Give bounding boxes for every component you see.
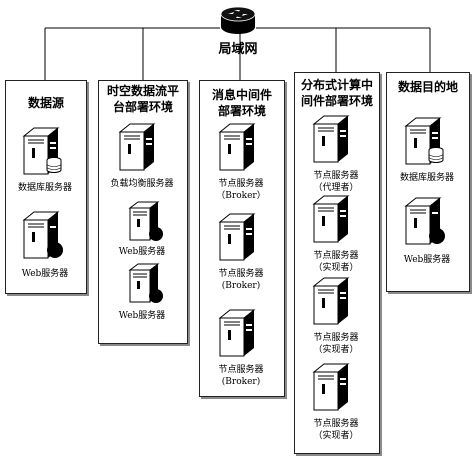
server-label: 节点服务器 （实现者） (313, 251, 359, 273)
server-label: Web服务器 (118, 311, 166, 321)
server-label: 节点服务器 （代理者） (313, 171, 359, 193)
server-icon (312, 363, 350, 411)
server-icon (312, 195, 350, 243)
database-server-icon (404, 117, 444, 165)
network-label: 局域网 (218, 42, 258, 57)
web-server-icon (128, 201, 163, 241)
server-label: 数据库服务器 (17, 183, 72, 193)
database-server-icon (22, 127, 62, 175)
server-label: Web服务器 (403, 255, 451, 265)
server-label: 节点服务器 (Broker) (218, 365, 264, 387)
web-server-icon (128, 263, 163, 303)
column-data-destination: 数据目的地 (386, 72, 470, 292)
web-server-icon (22, 211, 63, 259)
server-icon (218, 309, 256, 357)
server-icon (218, 213, 256, 261)
server-icon (312, 277, 350, 325)
server-icon (218, 123, 256, 171)
server-label: 节点服务器 （实现者） (313, 333, 359, 355)
load-balancer-server-icon (118, 123, 156, 171)
server-label: Web服务器 (21, 269, 69, 279)
server-icon (312, 115, 350, 163)
column-title: 时空数据流平 台部署环境 (106, 84, 179, 114)
server-label: 节点服务器 （Broker） (216, 179, 266, 201)
server-label: 节点服务器 （实现者） (313, 419, 359, 441)
column-title: 消息中间件 部署环境 (211, 88, 272, 118)
column-title: 分布式计算中 间件部署环境 (300, 78, 373, 108)
server-label: Web服务器 (118, 247, 166, 257)
router-icon (220, 6, 256, 34)
server-label: 节点服务器 (Broker) (218, 269, 264, 291)
web-server-icon (404, 197, 445, 245)
column-title: 数据目的地 (397, 80, 458, 94)
server-label: 负载均衡服务器 (110, 179, 174, 189)
server-label: 数据库服务器 (399, 173, 454, 183)
column-title: 数据源 (27, 96, 64, 110)
